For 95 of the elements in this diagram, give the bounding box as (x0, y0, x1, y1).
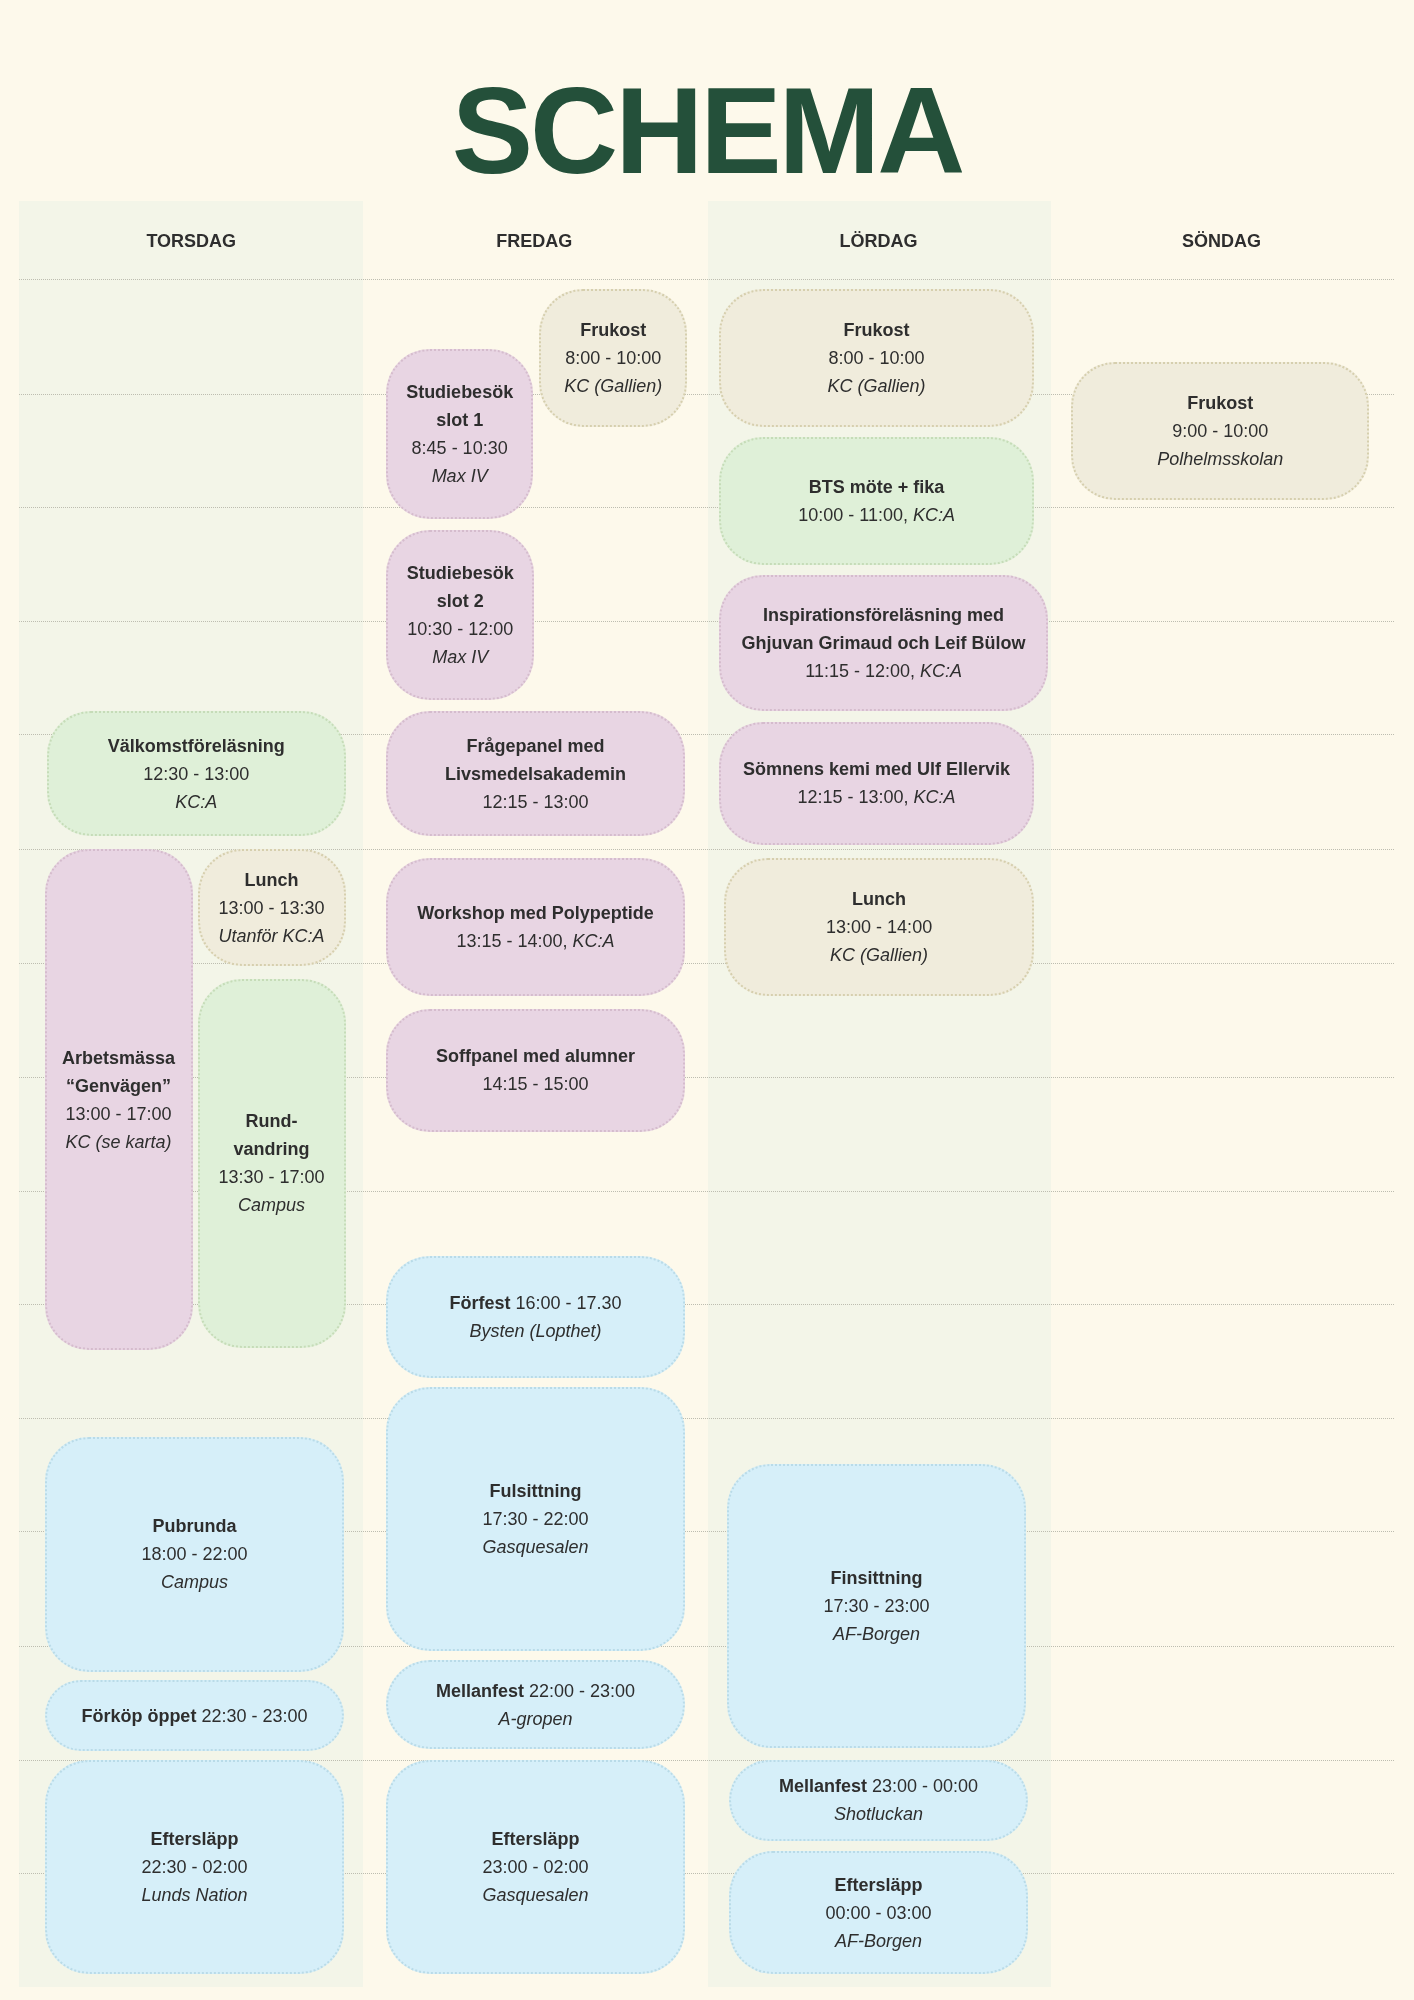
event-title: Workshop med Polypeptide (417, 901, 654, 925)
event-detail: 14:15 - 15:00 (482, 1073, 589, 1097)
event-detail: KC (Gallien) (564, 375, 663, 399)
event-title: Sömnens kemi med Ulf Ellervik (743, 758, 1011, 782)
event-detail: 11:15 - 12:00, KC:A (805, 660, 962, 684)
event-box (719, 575, 1049, 712)
event-detail: Polhelmsskolan (1157, 447, 1284, 471)
event-detail: 12:30 - 13:00 (143, 762, 250, 786)
event-box (386, 1759, 685, 1974)
event-detail: AF-Borgen (833, 1622, 921, 1646)
event-title: BTS möte + fika (808, 476, 945, 500)
event-detail: 9:00 - 10:00 (1172, 419, 1269, 443)
event-box (386, 858, 685, 996)
event-detail: 00:00 - 03:00 (825, 1901, 932, 1925)
event-detail: KC (Gallien) (830, 943, 929, 967)
event-title: Fulsittning (489, 1480, 582, 1504)
event-detail: Shotluckan (833, 1803, 923, 1827)
event-detail: Max IV (432, 646, 489, 670)
day-heading: TORSDAG (146, 230, 237, 253)
event-title: Välkomstföreläsning (107, 734, 285, 758)
event-detail: KC:A (175, 790, 218, 814)
event-title: Frågepanel med Livsmedelsakademin (443, 734, 628, 786)
event-detail: 23:00 - 02:00 (482, 1855, 589, 1879)
event-detail: 12:15 - 13:00, KC:A (797, 786, 956, 810)
event-title: Frukost (843, 319, 910, 343)
event-title: Lunch (244, 868, 299, 892)
event-box (44, 1436, 345, 1672)
event-title: Pubrunda (152, 1515, 237, 1539)
event-title: Mellanfest 23:00 - 00:00 (778, 1775, 979, 1799)
event-box (386, 711, 685, 837)
event-box (44, 849, 193, 1351)
event-detail: 17:30 - 23:00 (823, 1594, 930, 1618)
event-detail: Campus (238, 1194, 306, 1218)
event-detail: Gasquesalen (482, 1536, 589, 1560)
event-title: Frukost (1187, 391, 1254, 415)
event-title: Förköp öppet 22:30 - 23:00 (81, 1704, 308, 1728)
event-box (386, 1255, 685, 1379)
event-title: Eftersläpp (150, 1827, 239, 1851)
event-detail: 8:00 - 10:00 (565, 347, 662, 371)
event-box (726, 1463, 1027, 1749)
event-title: Frukost (580, 319, 647, 343)
event-detail: AF-Borgen (834, 1929, 922, 1953)
event-detail: Utanför KC:A (218, 924, 325, 948)
event-title: Förfest 16:00 - 17.30 (449, 1292, 622, 1316)
title: SCHEMA (450, 70, 964, 192)
event-box (197, 979, 346, 1348)
day-heading: FREDAG (496, 230, 573, 253)
day-heading: SÖNDAG (1181, 230, 1261, 253)
event-detail: Bysten (Lopthet) (469, 1320, 602, 1344)
event-detail: 17:30 - 22:00 (482, 1508, 589, 1532)
event-box (386, 349, 533, 519)
event-title: Arbetsmässa “Genvägen” (61, 1046, 177, 1098)
event-box (719, 437, 1035, 565)
event-title: Rund-vandring (232, 1110, 311, 1162)
event-detail: 13:00 - 14:00 (826, 915, 933, 939)
event-box (1071, 362, 1370, 500)
event-title: Finsittning (830, 1566, 923, 1590)
event-box (724, 858, 1035, 996)
event-detail: Campus (160, 1571, 228, 1595)
event-detail: 13:00 - 17:00 (65, 1102, 172, 1126)
event-box (44, 1759, 345, 1974)
event-detail: Max IV (431, 465, 488, 489)
event-detail: KC (Gallien) (827, 375, 926, 399)
event-title: Soffpanel med alumner (435, 1045, 635, 1069)
event-detail: A-gropen (498, 1707, 573, 1731)
event-detail: 18:00 - 22:00 (141, 1543, 248, 1567)
event-detail: Gasquesalen (482, 1883, 589, 1907)
event-title: Mellanfest 22:00 - 23:00 (435, 1679, 636, 1703)
event-box (719, 721, 1035, 846)
event-detail: 13:30 - 17:00 (218, 1166, 325, 1190)
event-title: Studiebesök slot 1 (405, 381, 515, 433)
event-detail: 12:15 - 13:00 (482, 790, 589, 814)
event-detail: 8:45 - 10:30 (411, 437, 508, 461)
event-detail: 13:15 - 14:00, KC:A (456, 929, 615, 953)
event-title: Inspirationsföreläsning med Ghjuvan Grimaud och Leif Bülow (740, 604, 1027, 656)
event-detail: KC (se karta) (65, 1130, 172, 1154)
event-detail: 10:30 - 12:00 (407, 618, 514, 642)
event-title: Eftersläpp (834, 1873, 923, 1897)
event-detail: 13:00 - 13:30 (218, 896, 325, 920)
event-box (386, 1387, 685, 1652)
event-box (47, 711, 346, 837)
event-box (386, 530, 535, 700)
event-title: Studiebesök slot 2 (405, 562, 515, 614)
day-heading: LÖRDAG (839, 230, 918, 253)
event-box (539, 289, 688, 428)
event-title: Eftersläpp (491, 1827, 580, 1851)
event-detail: Lunds Nation (141, 1883, 248, 1907)
event-detail: 22:30 - 02:00 (141, 1855, 248, 1879)
event-box (197, 849, 346, 967)
event-box (719, 289, 1035, 428)
event-box (386, 1008, 685, 1133)
event-box (729, 1851, 1028, 1974)
event-detail: 8:00 - 10:00 (828, 347, 925, 371)
event-detail: 10:00 - 11:00, KC:A (798, 504, 955, 528)
event-title: Lunch (852, 887, 907, 911)
